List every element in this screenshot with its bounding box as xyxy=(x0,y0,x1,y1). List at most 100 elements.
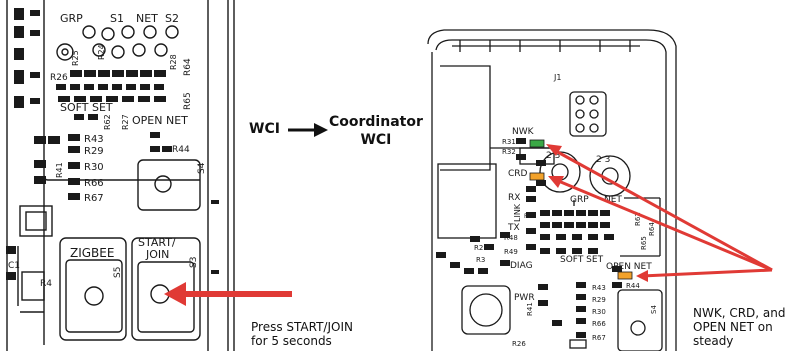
ic-chip xyxy=(25,211,47,231)
mounting-hole xyxy=(56,43,74,61)
silk-rx: RX xyxy=(508,193,520,203)
silk-zigbee: ZIGBEE xyxy=(70,246,114,260)
start-join-button-housing xyxy=(131,237,201,341)
silk-r66: R66 xyxy=(592,320,606,328)
silk-r62: R62 xyxy=(103,114,112,130)
silk-grp: GRP xyxy=(570,195,589,205)
silk-r32: R32 xyxy=(502,148,516,156)
silk-r41: R41 xyxy=(55,162,64,178)
silk-r24: R24 xyxy=(97,44,106,60)
silk-diag: DIAG xyxy=(510,261,533,271)
resistor-array-right xyxy=(436,138,622,338)
silk-s1: S1 xyxy=(110,12,124,25)
dial-left-numbers: 2 3 xyxy=(546,151,560,161)
case-outline xyxy=(435,39,667,351)
j1-pins xyxy=(575,95,599,133)
silk-r65: R65 xyxy=(183,92,193,110)
silk-soft-set: SOFT SET xyxy=(60,101,113,114)
module-chip xyxy=(437,163,497,239)
silk-r31: R31 xyxy=(502,138,516,146)
silk-r44: R44 xyxy=(626,282,640,290)
silk-r43: R43 xyxy=(84,134,104,145)
silk-open-net: OPEN NET xyxy=(606,262,652,272)
resistor-array xyxy=(6,70,172,280)
silk-r4: R4 xyxy=(40,279,52,289)
mounting-hole xyxy=(61,48,69,56)
silk-r60: R60 xyxy=(524,213,536,220)
silk-r41: R41 xyxy=(526,302,534,316)
open-net-button-housing-right xyxy=(617,289,663,351)
silk-nwk: NWK xyxy=(512,127,535,137)
ic-chip xyxy=(19,205,53,237)
top-connector-pins xyxy=(14,8,40,108)
silk-crd: CRD xyxy=(508,169,528,179)
silk-pwr: PWR xyxy=(514,293,535,303)
silk-join: JOIN xyxy=(145,248,169,261)
silk-r64: R64 xyxy=(183,58,193,76)
open-net-button xyxy=(154,175,172,193)
silk-r66: R66 xyxy=(84,178,104,189)
nwk-led-green xyxy=(529,139,545,148)
silk-r25: R25 xyxy=(71,50,80,66)
capacitor xyxy=(21,271,45,301)
silk-r29: R29 xyxy=(84,146,104,157)
dial-right-numbers: 2 3 xyxy=(596,155,610,165)
edge-pin xyxy=(211,200,219,204)
silk-net: NET xyxy=(604,195,622,205)
press-caption-line-1: Press START/JOIN xyxy=(251,320,353,334)
press-start-join-caption: Press START/JOIN for 5 seconds xyxy=(251,320,426,348)
open-net-led-orange xyxy=(617,271,633,280)
j1-connector xyxy=(569,91,607,137)
press-arrow xyxy=(164,282,292,306)
silk-r65: R65 xyxy=(640,236,648,250)
wci-to-coordinator-arrow xyxy=(288,123,328,137)
silk-r48: R48 xyxy=(504,234,518,242)
silk-net: NET xyxy=(136,12,158,25)
silk-c1: C1 xyxy=(8,261,20,271)
silk-r43: R43 xyxy=(592,284,606,292)
inductor-core xyxy=(469,293,503,327)
steady-caption-line-2: OPEN NET on xyxy=(693,320,773,334)
silk-r28: R28 xyxy=(169,54,178,70)
pcb-outline xyxy=(440,65,560,171)
silk-r62: R62 xyxy=(634,212,642,226)
silk-r67: R67 xyxy=(84,193,104,204)
wci-label: WCI xyxy=(249,121,280,137)
silk-s5: S5 xyxy=(113,267,123,278)
led-pointer-arrows xyxy=(546,144,773,282)
zigbee-button xyxy=(84,286,104,306)
silk-soft-set: SOFT SET xyxy=(560,255,604,265)
right-circuit-board xyxy=(427,29,677,351)
coordinator-wci-sub: WCI xyxy=(360,132,392,148)
silk-r49: R49 xyxy=(504,248,518,256)
silk-tx: TX xyxy=(507,223,520,233)
silk-r29: R29 xyxy=(592,296,606,304)
silk-j1: J1 xyxy=(553,73,561,82)
silk-grp: GRP xyxy=(60,12,83,25)
coordinator-wci-label: Coordinator WCI xyxy=(329,113,423,149)
silk-s2: S2 xyxy=(165,12,179,25)
silk-r2: R2 xyxy=(474,244,483,252)
silk-start-join: START/ xyxy=(138,236,176,249)
silk-s4: S4 xyxy=(197,162,207,174)
silk-r30: R30 xyxy=(592,308,606,316)
dip-switch-pads xyxy=(82,25,179,59)
silk-r26: R26 xyxy=(50,73,68,83)
silk-r27: R27 xyxy=(121,114,130,130)
zigbee-button-housing xyxy=(59,237,127,341)
inductor xyxy=(461,285,511,335)
silk-r44: R44 xyxy=(172,145,190,155)
silk-r26: R26 xyxy=(512,340,526,348)
silk-link: LINK xyxy=(513,203,522,222)
zigbee-button-housing xyxy=(65,259,123,333)
silk-r67: R67 xyxy=(592,334,606,342)
case-ribs xyxy=(452,40,640,52)
left-circuit-board xyxy=(6,0,235,351)
silk-r3: R3 xyxy=(476,256,485,264)
open-net-button-right xyxy=(630,320,646,336)
steady-caption-line-1: NWK, CRD, and xyxy=(693,306,786,320)
silk-r64: R64 xyxy=(648,222,656,236)
open-net-button-housing xyxy=(137,159,201,211)
pad xyxy=(569,339,587,349)
